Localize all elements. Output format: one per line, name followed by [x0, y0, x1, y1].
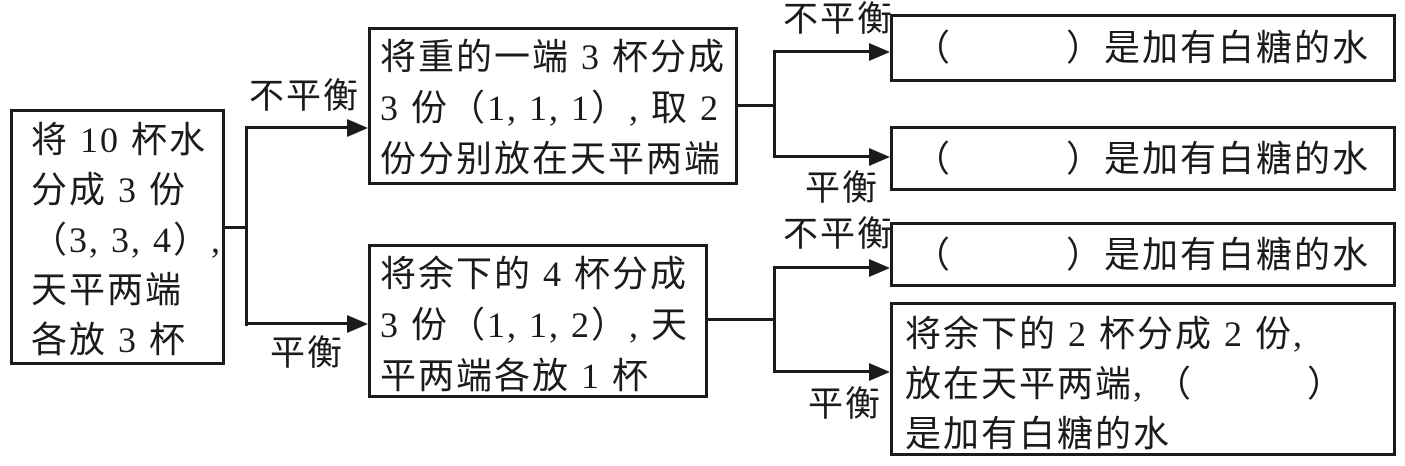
node-result-2-text: （ ）是加有白糖的水	[914, 138, 1371, 179]
arrowhead-root-unbalanced-icon	[347, 119, 368, 137]
arrowhead-root-balanced-icon	[347, 315, 368, 333]
node-divide-remaining-box: 将余下的 4 杯分成 3 份（1, 1, 2）, 天 平两端各放 1 杯	[368, 244, 708, 398]
arrowhead-midbottom-balanced-icon	[869, 363, 890, 381]
node-start-text: 将 10 杯水 分成 3 份 （3, 3, 4）, 天平两端 各放 3 杯	[31, 120, 223, 360]
edge-label-root-unbalanced: 不平衡	[249, 77, 361, 116]
connector-root-unbalanced-line	[245, 126, 348, 129]
node-divide-heavier-box: 将重的一端 3 杯分成 3 份（1, 1, 1）, 取 2 份分别放在天平两端	[368, 27, 738, 185]
connector-root-stub-line	[225, 226, 248, 229]
edge-label-root-balanced: 平衡	[270, 334, 345, 373]
node-result-4-box: 将余下的 2 杯分成 2 份, 放在天平两端, （ ） 是加有白糖的水	[890, 302, 1396, 456]
connector-root-balanced-line	[245, 322, 348, 325]
connector-midbottom-balanced-line	[773, 370, 869, 373]
arrowhead-midbottom-unbalanced-icon	[869, 259, 890, 277]
node-divide-remaining-text: 将余下的 4 杯分成 3 份（1, 1, 2）, 天 平两端各放 1 杯	[380, 254, 690, 396]
node-result-4-text: 将余下的 2 杯分成 2 份, 放在天平两端, （ ） 是加有白糖的水	[905, 314, 1346, 454]
arrowhead-midtop-balanced-icon	[869, 148, 890, 166]
connector-root-vertical-line	[245, 126, 248, 326]
connector-midbottom-vertical-line	[773, 266, 776, 373]
connector-midbottom-stub-line	[708, 318, 775, 321]
edge-label-midbottom-balanced: 平衡	[808, 385, 883, 424]
node-result-1-text: （ ）是加有白糖的水	[914, 28, 1371, 68]
connector-midtop-vertical-line	[773, 50, 776, 158]
arrowhead-midtop-unbalanced-icon	[869, 43, 890, 61]
edge-label-midbottom-unbalanced: 不平衡	[783, 215, 895, 254]
node-result-3-box: （ ）是加有白糖的水	[890, 222, 1396, 287]
node-start-box: 将 10 杯水 分成 3 份 （3, 3, 4）, 天平两端 各放 3 杯	[10, 109, 225, 365]
connector-midtop-unbalanced-line	[773, 50, 869, 53]
node-divide-heavier-text: 将重的一端 3 杯分成 3 份（1, 1, 1）, 取 2 份分别放在天平两端	[380, 37, 727, 179]
connector-midtop-stub-line	[738, 104, 775, 107]
connector-midbottom-unbalanced-line	[773, 266, 869, 269]
edge-label-midtop-unbalanced: 不平衡	[783, 0, 895, 39]
edge-label-midtop-balanced: 平衡	[805, 169, 880, 208]
node-result-3-text: （ ）是加有白糖的水	[914, 234, 1371, 275]
connector-midtop-balanced-line	[773, 155, 869, 158]
node-result-2-box: （ ）是加有白糖的水	[890, 126, 1396, 191]
node-result-1-box: （ ）是加有白糖的水	[890, 14, 1396, 82]
